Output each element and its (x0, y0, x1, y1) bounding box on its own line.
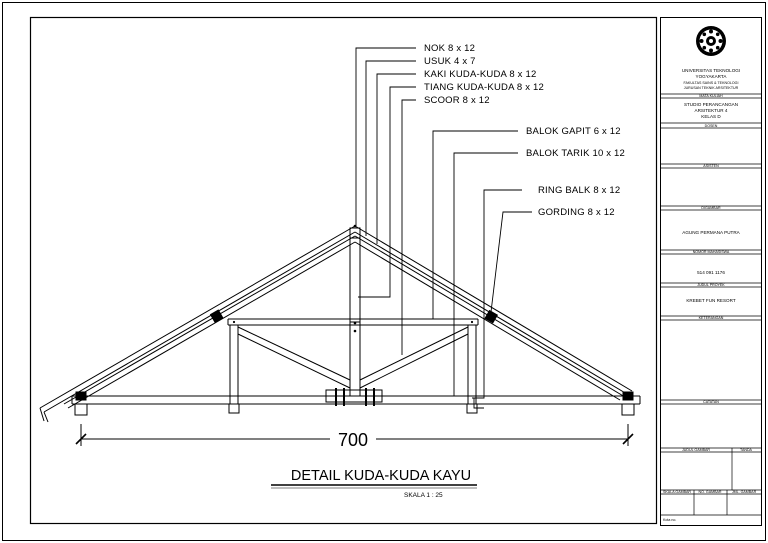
tb-project-label: JUDUL PROYEK (697, 283, 725, 287)
label-ring-balk: RING BALK 8 x 12 (538, 185, 620, 196)
tb-asisten-label: ASISTEN (703, 164, 719, 168)
dimension-line (75, 424, 634, 446)
tb-student-name: AGUNG PERMANA PUTRA (682, 230, 740, 235)
leader-lines (355, 47, 532, 409)
tb-university: UNIVERSITAS TEKNOLOGI (682, 68, 740, 73)
label-balok-gapit: BALOK GAPIT 6 x 12 (526, 126, 621, 137)
bolt-marks (232, 224, 474, 333)
side-posts (228, 325, 478, 414)
truss-drawing (39, 224, 641, 423)
dimension-value: 700 (338, 430, 368, 450)
ring-balk-left (75, 391, 87, 401)
tb-project: KREBET FUN RESORT (686, 298, 736, 303)
title-block-text: UNIVERSITAS TEKNOLOGI YOGYAKARTA FAKULTA… (663, 68, 757, 522)
label-tiang-kuda-kuda: TIANG KUDA-KUDA 8 x 12 (424, 82, 544, 93)
tb-nim: 514 091 1176 (697, 270, 725, 275)
callout-labels: NOK 8 x 12 USUK 4 x 7 KAKI KUDA-KUDA 8 x… (424, 43, 625, 218)
tb-faculty: FAKULTAS SAINS & TEKNOLOGI (684, 81, 739, 85)
university-emblem-icon (696, 26, 726, 56)
drawing-title: DETAIL KUDA-KUDA KAYU (291, 468, 471, 484)
collar-beam (227, 318, 479, 326)
tb-course-2: ARSITEKTUR 4 (695, 108, 728, 113)
tb-tanda-label: TANDA (740, 448, 753, 452)
tb-catatan-label: CATATAN (703, 400, 719, 404)
label-nok: NOK 8 x 12 (424, 43, 475, 54)
tb-jml-gambar-label: JML. GAMBAR (732, 490, 757, 494)
tb-footer-label: Kota no. (663, 518, 676, 522)
tb-dosen-label: DOSEN (705, 124, 718, 128)
tb-digambar-label: DIGAMBAR (701, 206, 721, 210)
support-post-left (74, 403, 88, 416)
label-usuk: USUK 4 x 7 (424, 56, 476, 67)
tb-keterangan-label: KETERANGAN (699, 316, 724, 320)
tb-course-3: KELAS D (701, 114, 721, 119)
label-kaki-kuda-kuda: KAKI KUDA-KUDA 8 x 12 (424, 69, 536, 80)
left-rafter (39, 225, 356, 423)
drawing-scale: SKALA 1 : 25 (404, 492, 443, 499)
label-scoor: SCOOR 8 x 12 (424, 95, 490, 106)
label-gording: GORDING 8 x 12 (538, 207, 615, 218)
scoor-braces (237, 326, 469, 389)
tb-city: YOGYAKARTA (696, 74, 728, 79)
king-post (349, 227, 361, 396)
tb-skala-label: SKALA GAMBAR (663, 490, 691, 494)
drawing-frame (29, 16, 658, 525)
joint-plate (325, 388, 383, 406)
gording-blocks (209, 309, 499, 324)
tb-mata-kuliah-label: MATA KULIAH (699, 94, 723, 98)
title-block (660, 17, 762, 526)
tb-department: JURUSAN TEKNIK ARSITEKTUR (684, 86, 739, 90)
tb-no-gambar-label: NO. GAMBAR (699, 490, 722, 494)
support-post-right (621, 403, 635, 416)
tb-nim-label: NOMOR MAHASISWA (693, 250, 730, 254)
tb-judul-gambar-label: JUDUL GAMBAR (682, 448, 710, 452)
tie-beam (71, 395, 641, 405)
label-balok-tarik: BALOK TARIK 10 x 12 (526, 148, 625, 159)
tb-course-1: STUDIO PERANCANGAN (684, 102, 738, 107)
ring-balk-right (622, 391, 634, 401)
